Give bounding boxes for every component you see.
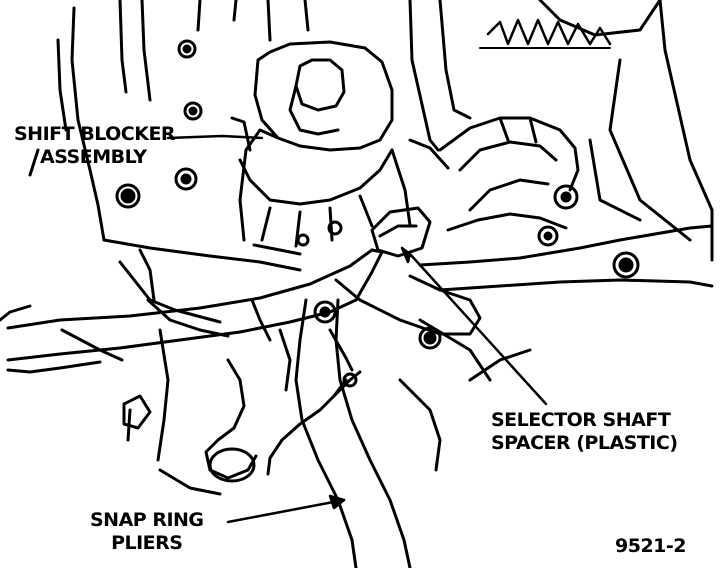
snap-ring-label-line2: PLIERS xyxy=(111,532,183,554)
snap-ring-pliers xyxy=(6,248,482,568)
shift-blocker-assembly-label: SHIFT BLOCKER ASSEMBLY xyxy=(14,123,176,169)
snap-ring-label-line1: SNAP RING xyxy=(90,509,204,531)
selector-shaft-label-line1: SELECTOR SHAFT xyxy=(491,409,671,431)
leader-lines xyxy=(166,134,548,524)
shift-blocker-assembly xyxy=(230,40,450,256)
shift-blocker-label-line2: ASSEMBLY xyxy=(40,146,147,168)
shift-blocker-label-line1: SHIFT BLOCKER xyxy=(14,123,176,145)
selector-shaft xyxy=(370,116,714,292)
lower-housing xyxy=(0,248,532,496)
selector-shaft-spacer-label: SELECTOR SHAFT SPACER (PLASTIC) xyxy=(491,409,678,455)
selector-shaft-label-line2: SPACER (PLASTIC) xyxy=(491,432,678,454)
snap-ring-pliers-label: SNAP RING PLIERS xyxy=(90,509,204,555)
figure-number: 9521-2 xyxy=(615,535,687,557)
